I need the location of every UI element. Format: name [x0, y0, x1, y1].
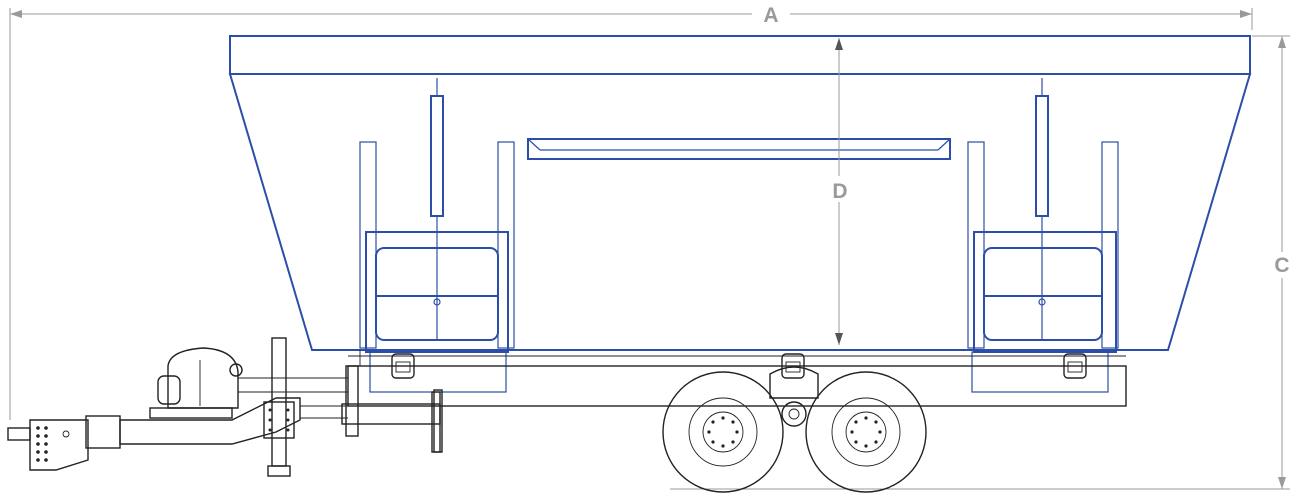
hitch-plate: [7, 419, 89, 471]
dimension-d: D: [828, 38, 852, 345]
right-discharge-door: [967, 78, 1119, 393]
drawbar: [85, 397, 348, 449]
rear-wheel: [805, 371, 927, 493]
mixer-tub: [228, 35, 1252, 351]
dimension-a: A: [9, 3, 1253, 420]
load-cell-front: [391, 353, 415, 379]
jack-stand: [263, 337, 295, 477]
chassis-frame: [345, 350, 1127, 453]
left-discharge-door: [359, 78, 515, 393]
load-cell-rear: [1063, 353, 1087, 379]
dimension-a-label: A: [763, 4, 778, 27]
axle-pivot: [769, 366, 819, 427]
dimension-c-label: C: [1274, 254, 1289, 277]
front-wheel: [662, 371, 784, 493]
front-flange: [341, 389, 443, 453]
gearbox: [149, 347, 348, 419]
dimension-c: C: [670, 35, 1291, 490]
dimension-d-label: D: [832, 180, 847, 203]
